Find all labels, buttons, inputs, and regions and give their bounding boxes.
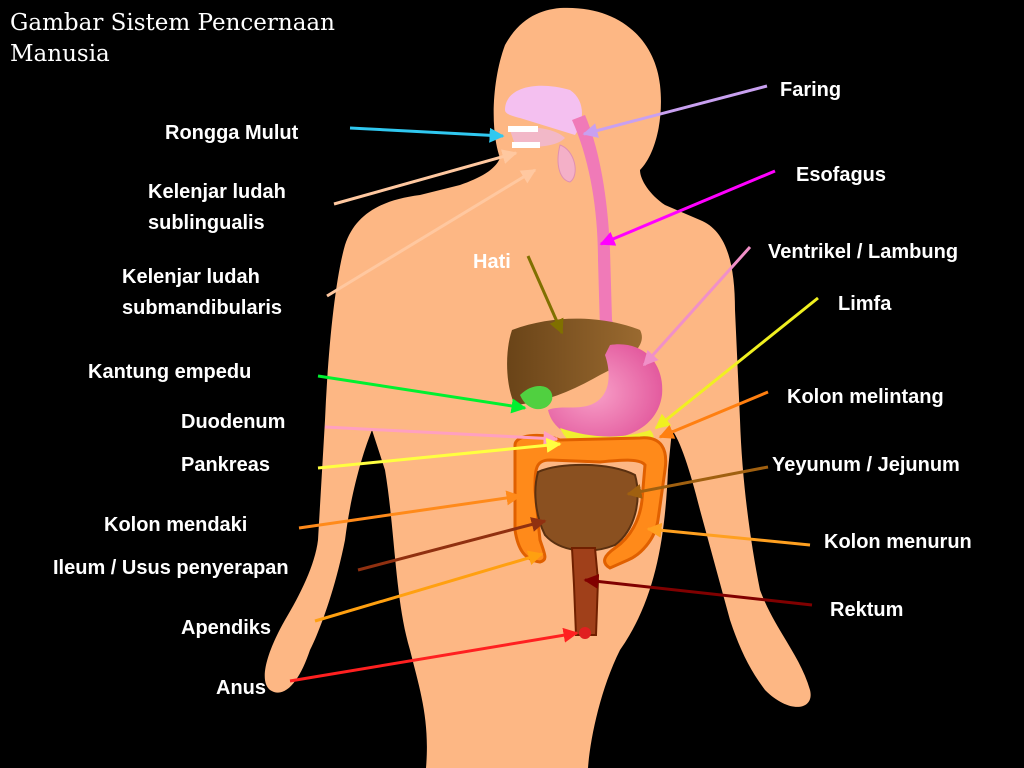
label-apendiks: Apendiks — [181, 617, 272, 639]
label-ventrikel: Ventrikel / Lambung — [768, 241, 959, 263]
anus-shape — [579, 627, 591, 639]
kelenjar-sublingualis-pointer — [333, 149, 518, 206]
hati-pointer — [526, 255, 564, 335]
yeyunum-pointer — [626, 465, 769, 499]
esofagus-pointer — [599, 169, 776, 246]
kolon-melintang-pointer — [658, 390, 769, 439]
page-title: Gambar Sistem Pencernaan Manusia — [10, 10, 335, 67]
anus-pointer — [289, 627, 579, 683]
rektum-pointer — [583, 574, 813, 607]
pharynx-shape — [505, 85, 582, 135]
label-pankreas: Pankreas — [181, 454, 270, 476]
label-limfa: Limfa — [838, 293, 892, 315]
kolon-mendaki-pointer — [298, 490, 522, 530]
tongue-shape — [510, 127, 565, 147]
label-kelenjar-sublingualis-2: sublingualis — [148, 212, 265, 234]
label-ileum: Ileum / Usus penyerapan — [53, 557, 289, 579]
gallbladder-shape — [520, 385, 553, 410]
label-duodenum: Duodenum — [181, 411, 286, 433]
duodenum-pointer — [324, 425, 559, 446]
label-kolon-menurun: Kolon menurun — [824, 531, 972, 553]
pankreas-pointer — [317, 437, 562, 470]
rectum-shape — [570, 547, 600, 636]
limfa-pointer — [654, 296, 819, 430]
label-kolon-melintang: Kolon melintang — [787, 386, 944, 408]
stomach-shape — [548, 344, 663, 440]
label-yeyunum: Yeyunum / Jejunum — [772, 454, 960, 476]
label-kelenjar-submandibularis-1: Kelenjar ludah — [122, 266, 260, 288]
teeth-lower-shape — [512, 142, 540, 148]
label-rongga-mulut: Rongga Mulut — [165, 122, 299, 144]
kelenjar-submandibularis-pointer — [326, 168, 537, 298]
faring-pointer — [582, 84, 768, 138]
teeth-shape — [508, 126, 538, 132]
apendiks-pointer — [314, 550, 544, 623]
label-kelenjar-sublingualis-1: Kelenjar ludah — [148, 181, 286, 203]
ileum-pointer — [357, 517, 547, 572]
label-esofagus: Esofagus — [796, 164, 887, 186]
label-kelenjar-submandibularis-2: submandibularis — [122, 297, 283, 319]
kantung-empedu-pointer — [317, 374, 527, 414]
liver-shape — [507, 318, 642, 405]
small-intestine-shape — [534, 463, 639, 552]
ventrikel-pointer — [642, 245, 752, 367]
rongga-mulut-pointer — [349, 126, 505, 143]
label-rektum: Rektum — [830, 599, 904, 621]
kolon-menurun-pointer — [646, 522, 811, 547]
label-kantung-empedu: Kantung empedu — [88, 361, 252, 383]
label-faring: Faring — [780, 79, 842, 101]
salivary-gland-shape — [557, 144, 576, 183]
label-anus: Anus — [216, 677, 266, 699]
label-hati: Hati — [473, 251, 511, 273]
label-kolon-mendaki: Kolon mendaki — [104, 514, 248, 536]
